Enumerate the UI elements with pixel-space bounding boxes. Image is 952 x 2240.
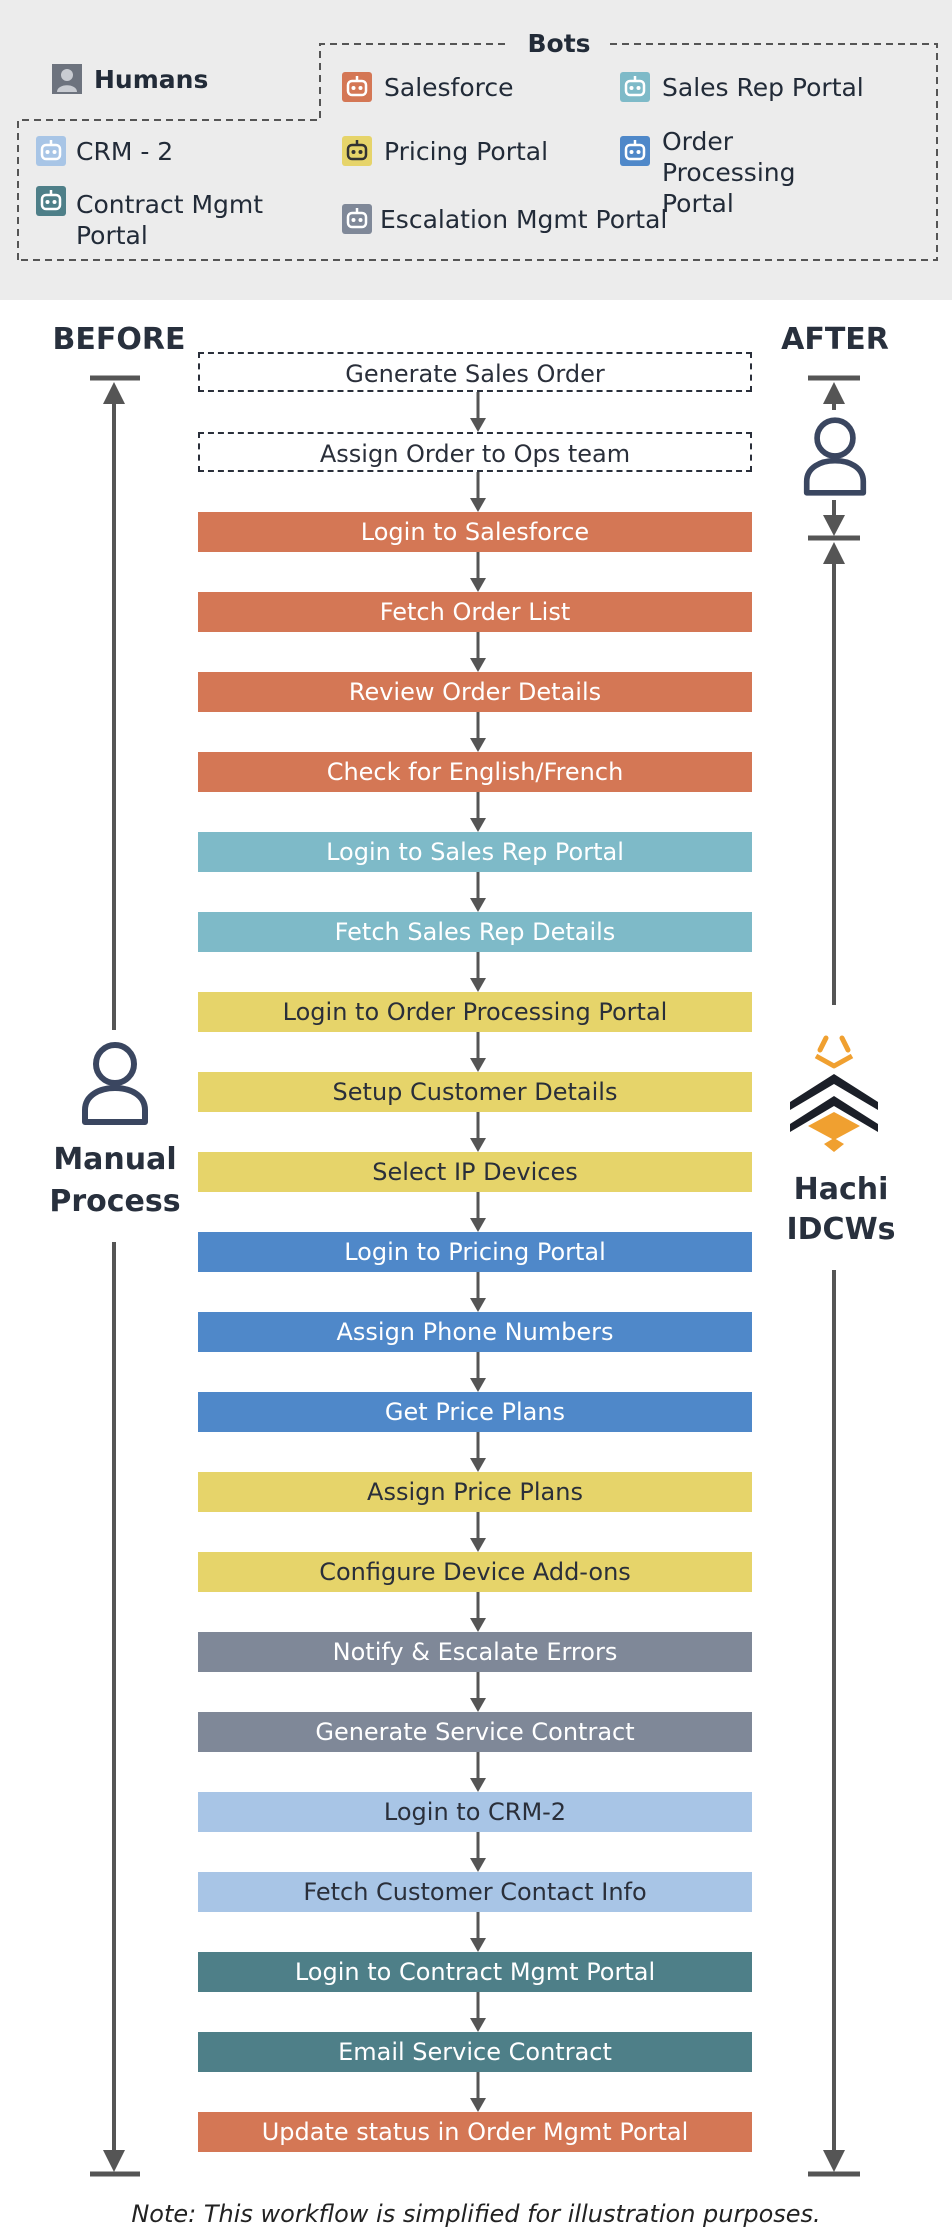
flow-arrowhead: [470, 1298, 486, 1312]
workflow-step: Notify & Escalate Errors: [198, 1632, 752, 1672]
flow-arrowhead: [470, 1938, 486, 1952]
flow-arrowhead: [470, 578, 486, 592]
flow-arrowhead: [470, 898, 486, 912]
flow-arrowhead: [470, 1218, 486, 1232]
hachi-label-1: Hachi: [793, 1172, 889, 1207]
flow-arrowhead: [470, 978, 486, 992]
flow-arrowhead: [470, 1138, 486, 1152]
legend-order-processing-portal: Order Processing Portal: [662, 127, 796, 218]
humans-label: Humans: [94, 65, 209, 94]
legend-crm2: CRM - 2: [76, 137, 174, 166]
workflow-step: Login to Order Processing Portal: [198, 992, 752, 1032]
sales-rep-portal-bot-icon: [620, 72, 650, 102]
before-heading: BEFORE: [52, 322, 186, 357]
workflow-step: Configure Device Add-ons: [198, 1552, 752, 1592]
workflow-step: Fetch Sales Rep Details: [198, 912, 752, 952]
flow-arrowhead: [470, 2098, 486, 2112]
workflow-step: Login to Sales Rep Portal: [198, 832, 752, 872]
workflow-step: Setup Customer Details: [198, 1072, 752, 1112]
workflow-step: Assign Phone Numbers: [198, 1312, 752, 1352]
pricing-portal-bot-icon: [342, 136, 372, 166]
flow-arrowhead: [470, 498, 486, 512]
workflow-step: Check for English/French: [198, 752, 752, 792]
workflow-step: Get Price Plans: [198, 1392, 752, 1432]
workflow-step: Select IP Devices: [198, 1152, 752, 1192]
order-processing-portal-bot-icon: [620, 136, 650, 166]
workflow-step: Assign Order to Ops team: [198, 432, 752, 472]
salesforce-bot-icon: [342, 72, 372, 102]
human-icon: [52, 64, 82, 94]
manual-label-2: Process: [49, 1184, 181, 1219]
hachi-label-2: IDCWs: [786, 1212, 896, 1247]
flow-arrowhead: [470, 658, 486, 672]
flow-arrowhead: [470, 818, 486, 832]
workflow-step: Fetch Customer Contact Info: [198, 1872, 752, 1912]
workflow-step: Login to Pricing Portal: [198, 1232, 752, 1272]
flow-arrowhead: [470, 1698, 486, 1712]
workflow-step: Assign Price Plans: [198, 1472, 752, 1512]
workflow-step: Update status in Order Mgmt Portal: [198, 2112, 752, 2152]
legend-pricing-portal: Pricing Portal: [384, 137, 549, 166]
legend-escalation-mgmt-portal: Escalation Mgmt Portal: [380, 205, 668, 234]
workflow-step: Fetch Order List: [198, 592, 752, 632]
escalation-mgmt-portal-bot-icon: [342, 204, 372, 234]
manual-person-icon: [82, 1042, 148, 1125]
legend-panel: [0, 0, 952, 300]
legend-borders: [17, 43, 938, 261]
after-heading: AFTER: [781, 322, 889, 357]
flow-arrowhead: [470, 1778, 486, 1792]
flow-arrowhead: [470, 738, 486, 752]
flow-arrowhead: [470, 2018, 486, 2032]
workflow-step: Review Order Details: [198, 672, 752, 712]
flow-arrowhead: [470, 1458, 486, 1472]
contract-mgmt-portal-bot-icon: [36, 186, 66, 216]
legend-contract-mgmt-portal: Contract Mgmt Portal: [76, 190, 264, 250]
flow-arrowhead: [470, 1378, 486, 1392]
footnote: Note: This workflow is simplified for il…: [131, 2200, 821, 2228]
workflow-step: Login to Contract Mgmt Portal: [198, 1952, 752, 1992]
legend-sales-rep-portal: Sales Rep Portal: [662, 73, 864, 102]
flow-arrowhead: [470, 418, 486, 432]
legend-salesforce: Salesforce: [384, 73, 514, 102]
hachi-logo-icon: [790, 1035, 878, 1152]
after-person-icon: [803, 417, 867, 496]
workflow-step: Login to Salesforce: [198, 512, 752, 552]
bots-label: Bots: [527, 29, 591, 58]
workflow-step: Generate Sales Order: [198, 352, 752, 392]
workflow-step: Email Service Contract: [198, 2032, 752, 2072]
workflow-step: Generate Service Contract: [198, 1712, 752, 1752]
workflow-step: Login to CRM-2: [198, 1792, 752, 1832]
flow-arrowhead: [470, 1618, 486, 1632]
flow-arrowhead: [470, 1538, 486, 1552]
flow-arrowhead: [470, 1058, 486, 1072]
crm2-bot-icon: [36, 136, 66, 166]
flow-arrowhead: [470, 1858, 486, 1872]
manual-label-1: Manual: [53, 1142, 177, 1177]
